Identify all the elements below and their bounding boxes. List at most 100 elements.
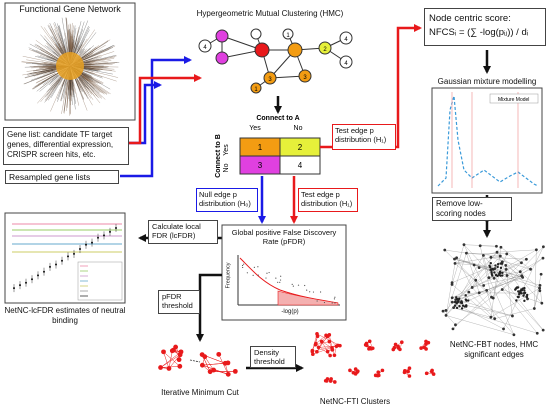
hairball-edge <box>37 55 55 62</box>
fti-node <box>315 349 319 354</box>
fti-edge <box>321 341 333 349</box>
fbt-cluster-node <box>464 298 467 301</box>
gene-list-text: Gene list: candidate TF target genes, di… <box>7 130 114 159</box>
hairball-edge <box>71 42 74 53</box>
hairball-edge <box>57 46 64 55</box>
hairball-edge <box>79 32 97 54</box>
hairball-edge <box>86 71 117 82</box>
fbt-caption: NetNC-FBT nodes, HMC significant edges <box>449 340 539 359</box>
fbt-node <box>470 286 474 289</box>
fbt-edge <box>453 307 538 334</box>
fbt-node <box>518 270 522 274</box>
fbt-edge <box>454 263 487 291</box>
fbt-edge <box>452 290 487 298</box>
fti-node <box>431 372 436 376</box>
lcfdr-point <box>85 243 87 246</box>
resampled-text: Resampled gene lists <box>9 172 91 182</box>
hairball-edge <box>37 64 56 66</box>
fti-node <box>419 346 423 350</box>
fbt-node <box>450 300 454 304</box>
fbt-cluster-node <box>467 299 470 302</box>
nfcs-formula: NFCSᵢ = (∑ -log(pᵢⱼ)) / dᵢ <box>429 27 529 38</box>
fbt-cluster-node <box>488 264 491 267</box>
fbt-edge <box>452 262 522 298</box>
fbt-edge <box>444 249 467 254</box>
fti-node <box>406 369 410 374</box>
fbt-cluster-node <box>499 266 503 270</box>
fbt-cluster-node <box>453 300 457 304</box>
fbt-cluster-node <box>460 307 464 310</box>
density-text: Density threshold <box>254 348 285 366</box>
fti-node <box>367 347 371 351</box>
fbt-node <box>495 244 498 248</box>
pfdr-dot <box>257 274 259 276</box>
fti-node <box>424 339 428 344</box>
hairball-edge <box>84 67 99 71</box>
fbt-cluster-node <box>515 299 518 302</box>
hmc-node-label: 1 <box>286 33 290 39</box>
fti-node <box>319 339 324 344</box>
hairball-edge <box>61 82 68 114</box>
fbt-cluster-node <box>523 299 526 303</box>
lcfdr-point <box>43 270 45 273</box>
hairball-core <box>56 52 84 80</box>
hairball-edge <box>70 22 73 56</box>
row-yes: Yes <box>223 144 230 156</box>
cut-edge <box>189 359 201 363</box>
hairball-edge <box>81 62 109 66</box>
pfdr-dot <box>334 302 336 304</box>
hmc-node-label: 3 <box>303 75 307 81</box>
lcfdr-caption: NetNC-lcFDR estimates of neutral binding <box>4 306 126 325</box>
hairball-edge <box>83 47 113 61</box>
table-cell-2: 2 <box>298 143 303 152</box>
min-cut-node <box>225 371 231 377</box>
hairball-edge <box>40 69 54 73</box>
hairball-edge <box>35 72 56 84</box>
fbt-node <box>524 257 528 261</box>
fbt-cluster-node <box>499 271 502 275</box>
null-edge-text: Null edge p distribution (H₀) <box>199 190 251 208</box>
fbt-cluster-node <box>496 274 499 278</box>
pfdr-dot <box>243 263 245 265</box>
fbt-edge <box>472 275 522 288</box>
hairball-edge <box>77 25 89 50</box>
gmm-plot <box>431 87 543 194</box>
hairball-edge <box>79 48 85 55</box>
fbt-cluster-node <box>494 264 497 267</box>
min-cut-node <box>199 362 205 368</box>
table-cell-1: 1 <box>258 143 263 152</box>
fbt-edge <box>445 263 456 316</box>
hairball-edge <box>33 67 56 72</box>
fbt-cluster-node <box>490 270 493 274</box>
hairball-edge <box>44 78 61 101</box>
hairball-edge <box>87 68 100 71</box>
fbt-node <box>455 256 459 260</box>
fbt-node <box>538 283 542 287</box>
pfdr-dot <box>309 291 311 293</box>
hairball-edge <box>84 67 112 71</box>
row-no: No <box>223 163 230 172</box>
hairball-edge <box>33 70 55 77</box>
hairball-edge <box>42 67 58 71</box>
min-cut-node <box>232 368 238 374</box>
hairball-edge <box>60 76 68 102</box>
fbt-cluster-node <box>460 300 463 303</box>
fbt-node <box>541 245 545 249</box>
fti-node <box>403 369 407 373</box>
fbt-node <box>489 315 493 319</box>
fbt-edge <box>488 249 537 278</box>
fti-node <box>367 339 372 344</box>
fbt-node <box>462 243 466 247</box>
calc-lcfdr-text: Calculate local FDR (lcFDR) <box>152 222 201 240</box>
fbt-cluster-node <box>461 304 465 307</box>
fti-node <box>348 368 352 373</box>
fbt-node <box>441 309 445 313</box>
hairball-edge <box>78 45 99 61</box>
fbt-node <box>538 286 542 290</box>
hairball-edge <box>65 17 70 58</box>
fbt-node <box>529 267 532 271</box>
pfdr-dot <box>306 289 308 291</box>
fbt-node <box>526 297 529 301</box>
hairball-edge <box>50 79 65 112</box>
hairball-edge <box>57 23 68 57</box>
